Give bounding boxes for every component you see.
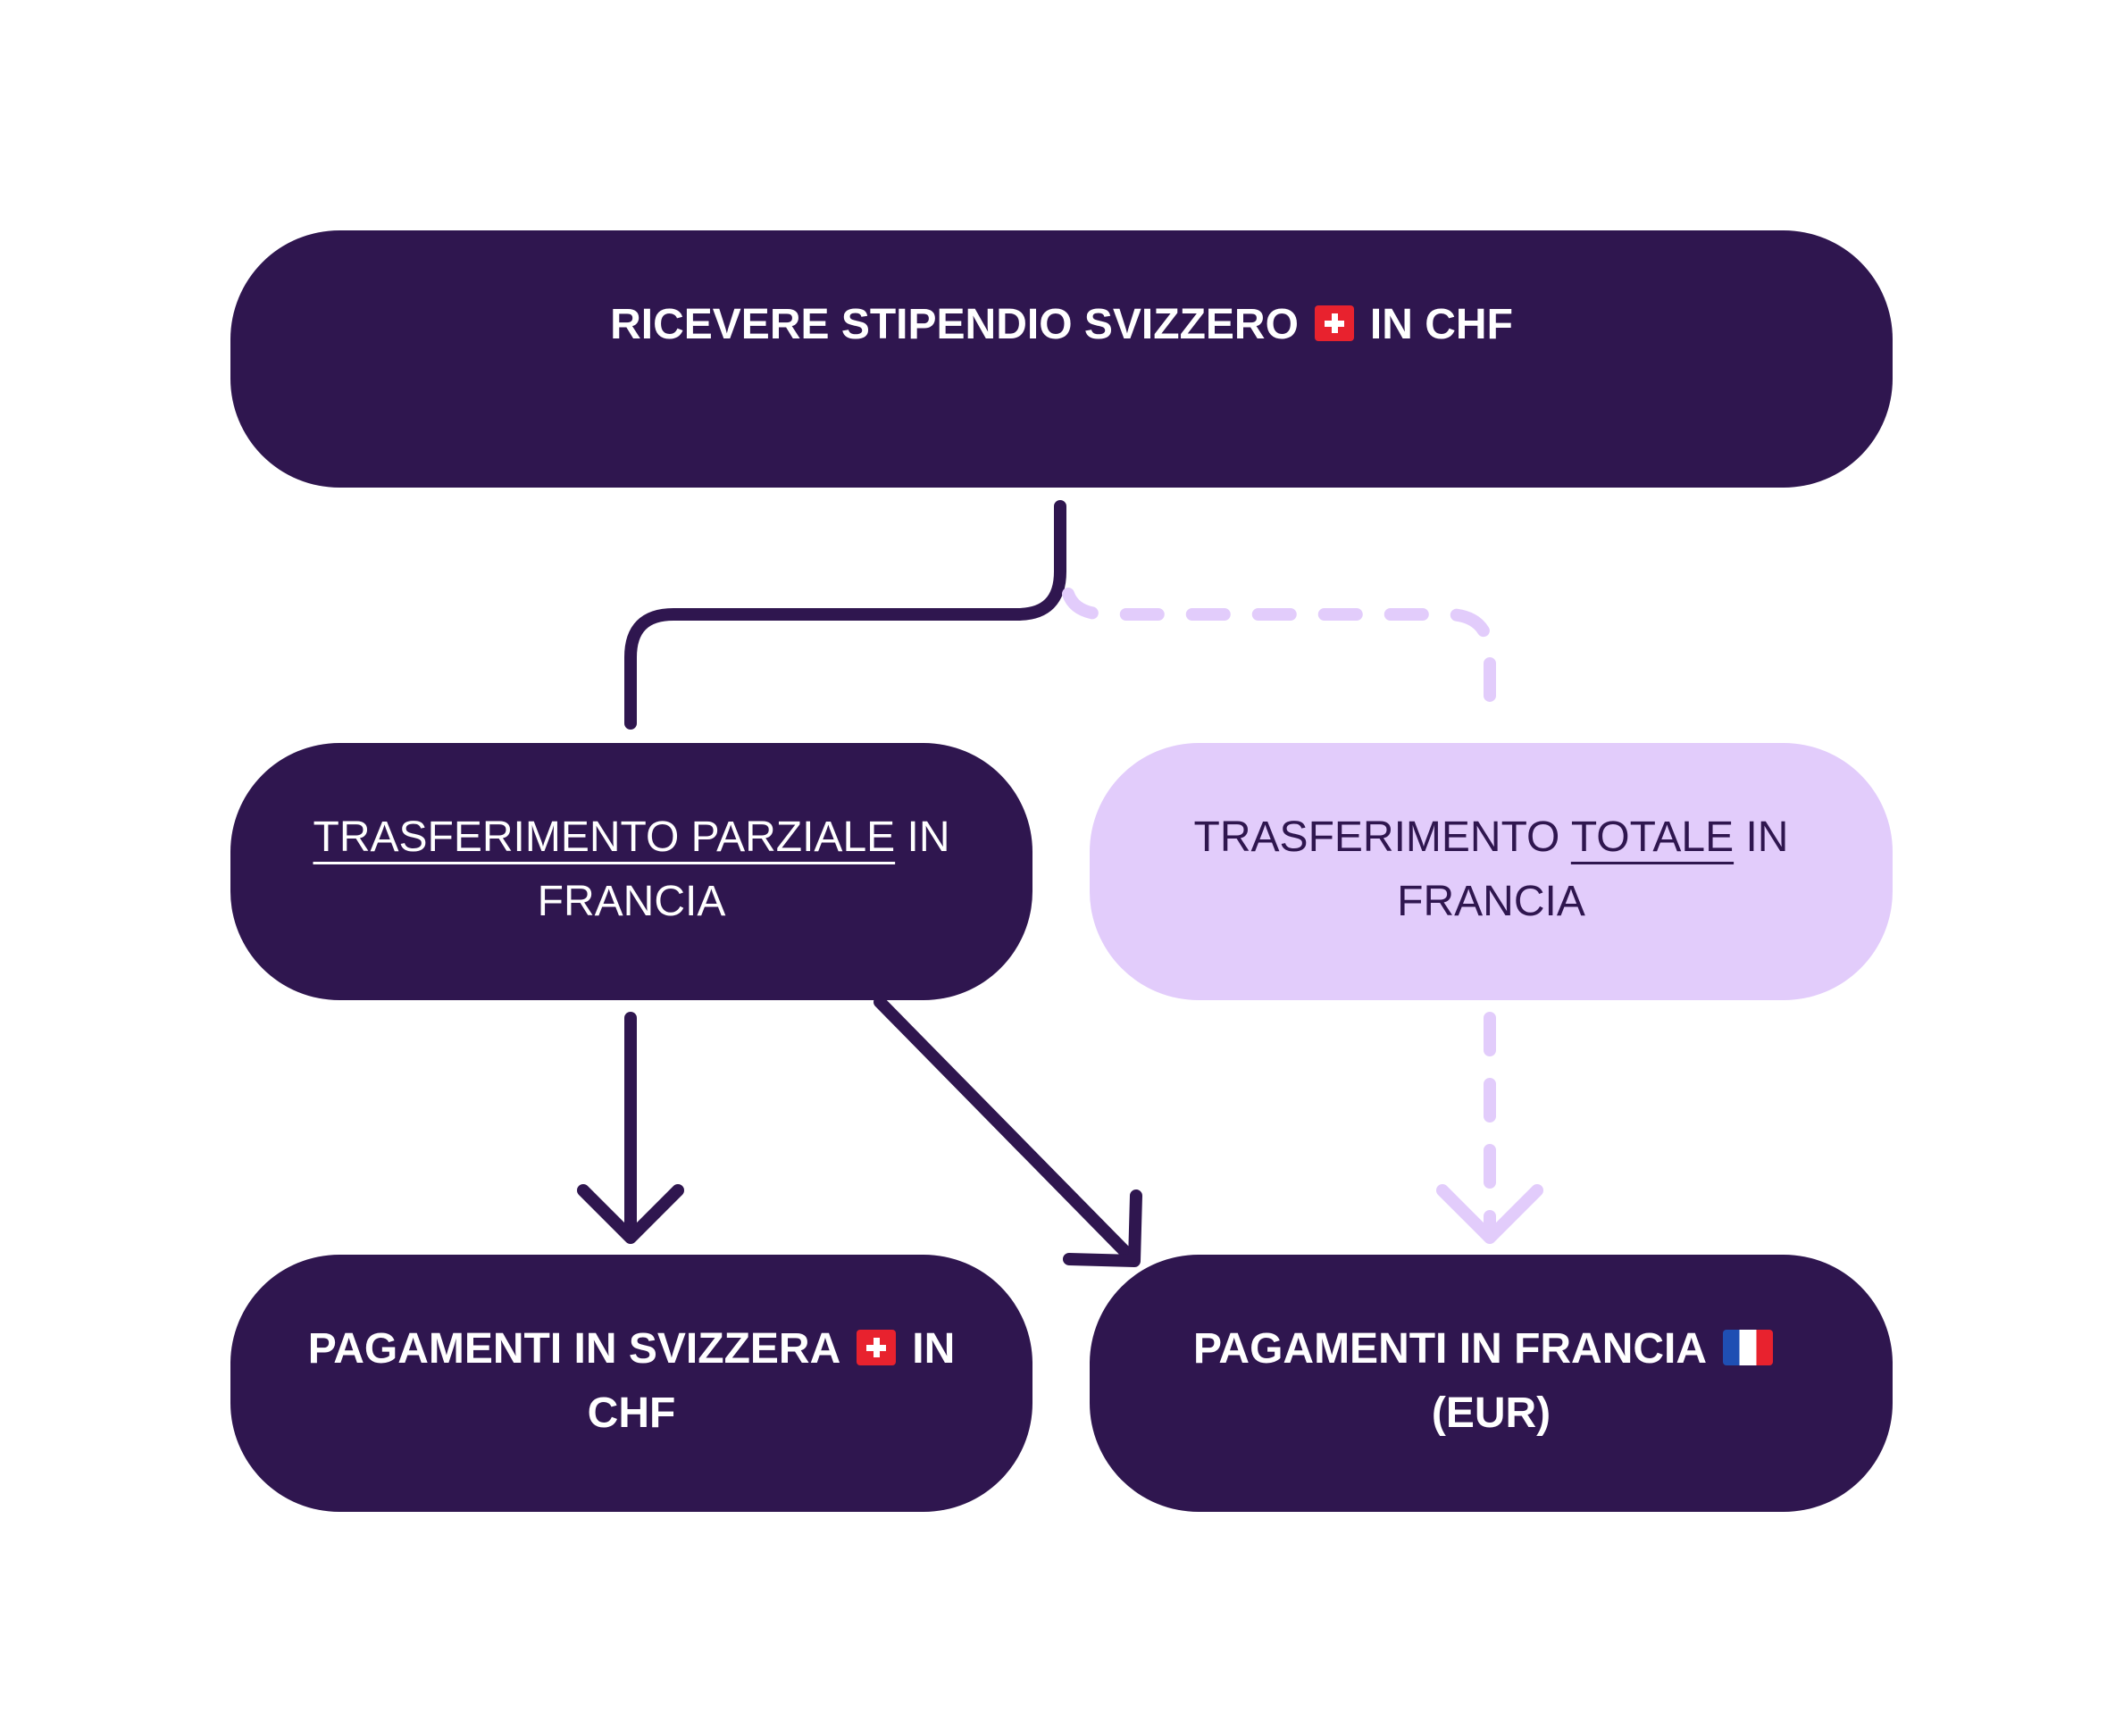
node-receive-swiss-salary: RICEVERE STIPENDIO SVIZZERO IN CHF — [230, 230, 1893, 488]
partial-transfer-underlined: TRASFERIMENTO PARZIALE — [313, 814, 896, 861]
arrowhead-pay-fr — [1063, 1189, 1142, 1267]
connector-top-to-total — [1062, 588, 1496, 730]
partial-transfer-in: IN — [907, 814, 950, 861]
swiss-flag-icon — [857, 1330, 897, 1366]
payments-france-label: PAGAMENTI IN FRANCIA — [1192, 1325, 1708, 1373]
node-receive-swiss-salary-label: RICEVERE STIPENDIO SVIZZERO — [610, 301, 1299, 348]
payments-france-currency: (EUR) — [1431, 1390, 1551, 1437]
french-flag-icon — [1723, 1330, 1774, 1366]
total-transfer-underlined: TOTALE — [1570, 814, 1735, 861]
connector-top-to-partial — [624, 500, 1066, 730]
node-payments-france: PAGAMENTI IN FRANCIA (EUR) — [1090, 1255, 1893, 1512]
payments-switzerland-in: IN — [912, 1325, 956, 1373]
node-total-transfer: TRASFERIMENTO TOTALE IN FRANCIA — [1090, 743, 1893, 1000]
arrowhead-total-to-pay-fr — [1436, 1184, 1543, 1244]
node-receive-swiss-salary-currency: IN CHF — [1369, 301, 1513, 348]
payments-switzerland-label: PAGAMENTI IN SVIZZERA — [307, 1325, 841, 1373]
total-transfer-destination: FRANCIA — [1397, 878, 1585, 925]
arrow-partial-to-pay-fr — [874, 996, 1137, 1264]
node-partial-transfer: TRASFERIMENTO PARZIALE IN FRANCIA — [230, 743, 1032, 1000]
partial-transfer-destination: FRANCIA — [537, 878, 726, 925]
total-transfer-in: IN — [1745, 814, 1789, 861]
payments-switzerland-currency: CHF — [587, 1390, 676, 1437]
swiss-flag-icon — [1314, 305, 1354, 342]
node-payments-switzerland: PAGAMENTI IN SVIZZERA IN CHF — [230, 1255, 1032, 1512]
arrowhead-pay-ch — [577, 1184, 684, 1244]
total-transfer-prefix: TRASFERIMENTO — [1193, 814, 1560, 861]
